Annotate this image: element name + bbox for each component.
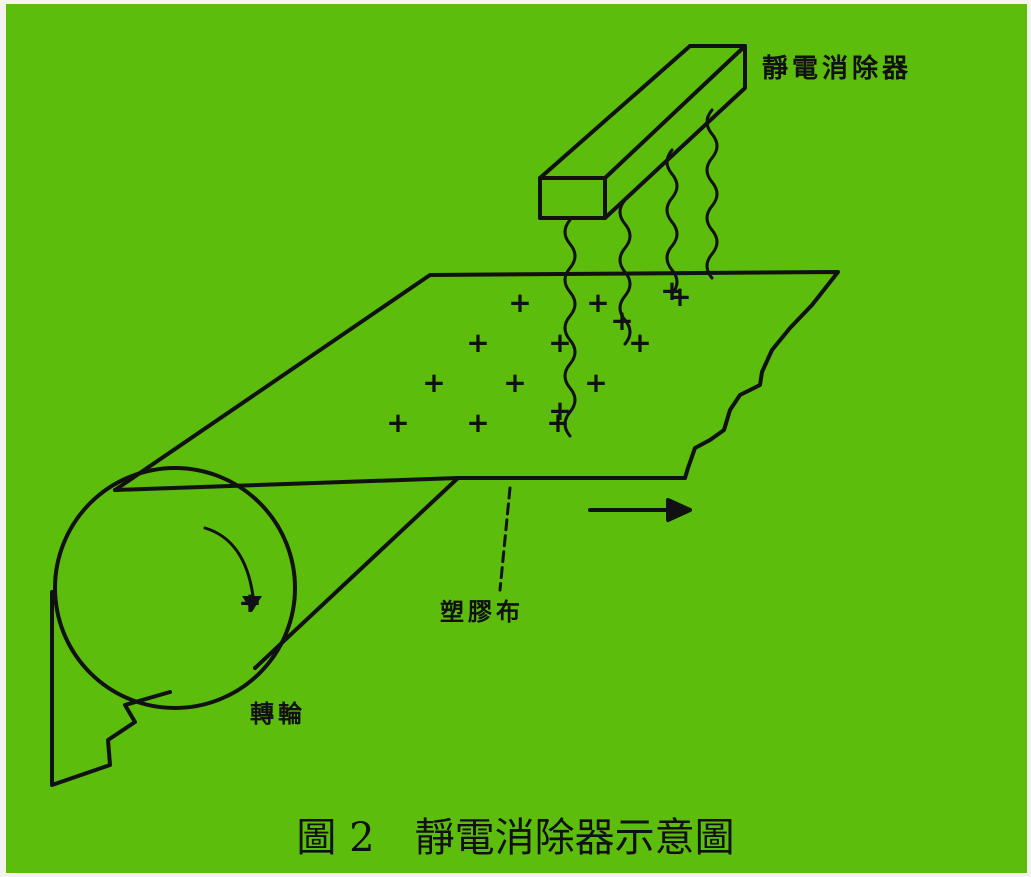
rotation-arrowhead — [242, 596, 262, 612]
charge-plus-9: + — [584, 366, 607, 399]
charge-plus-5: + — [548, 326, 571, 359]
figure-title: 靜電消除器示意圖 — [414, 815, 735, 861]
figure-caption: 圖 2 靜電消除器示意圖 — [0, 805, 1031, 863]
static-eliminator-bar — [538, 44, 747, 220]
charge-plus-10: + — [386, 406, 409, 439]
charge-plus-14: + — [548, 394, 571, 427]
charge-markers: ++++++++++++++++ — [238, 274, 691, 619]
charge-plus-7: + — [422, 366, 445, 399]
plastic-film-label: 塑膠布 — [440, 597, 524, 626]
charge-plus-2: + — [586, 286, 609, 319]
roller-label: 轉輪 — [250, 699, 306, 728]
plastic-film — [50, 270, 840, 787]
figure-number: 圖 2 — [296, 815, 375, 861]
diagram-panel — [6, 4, 1027, 873]
discharge-lines — [563, 108, 719, 438]
charge-plus-6: + — [628, 326, 651, 359]
charge-plus-1: + — [508, 286, 531, 319]
charge-plus-12: + — [546, 406, 569, 439]
charge-plus-16: + — [660, 274, 683, 307]
static-eliminator-label: 靜電消除器 — [762, 54, 913, 84]
roller — [53, 466, 297, 710]
charge-plus-4: + — [466, 326, 489, 359]
charge-plus-3: + — [668, 280, 691, 313]
motion-arrow — [588, 498, 692, 522]
film-leader-line — [498, 486, 512, 592]
charge-plus-8: + — [503, 366, 526, 399]
charge-plus-11: + — [466, 406, 489, 439]
charge-plus-15: + — [610, 304, 633, 337]
charge-plus-13: + — [238, 586, 261, 619]
